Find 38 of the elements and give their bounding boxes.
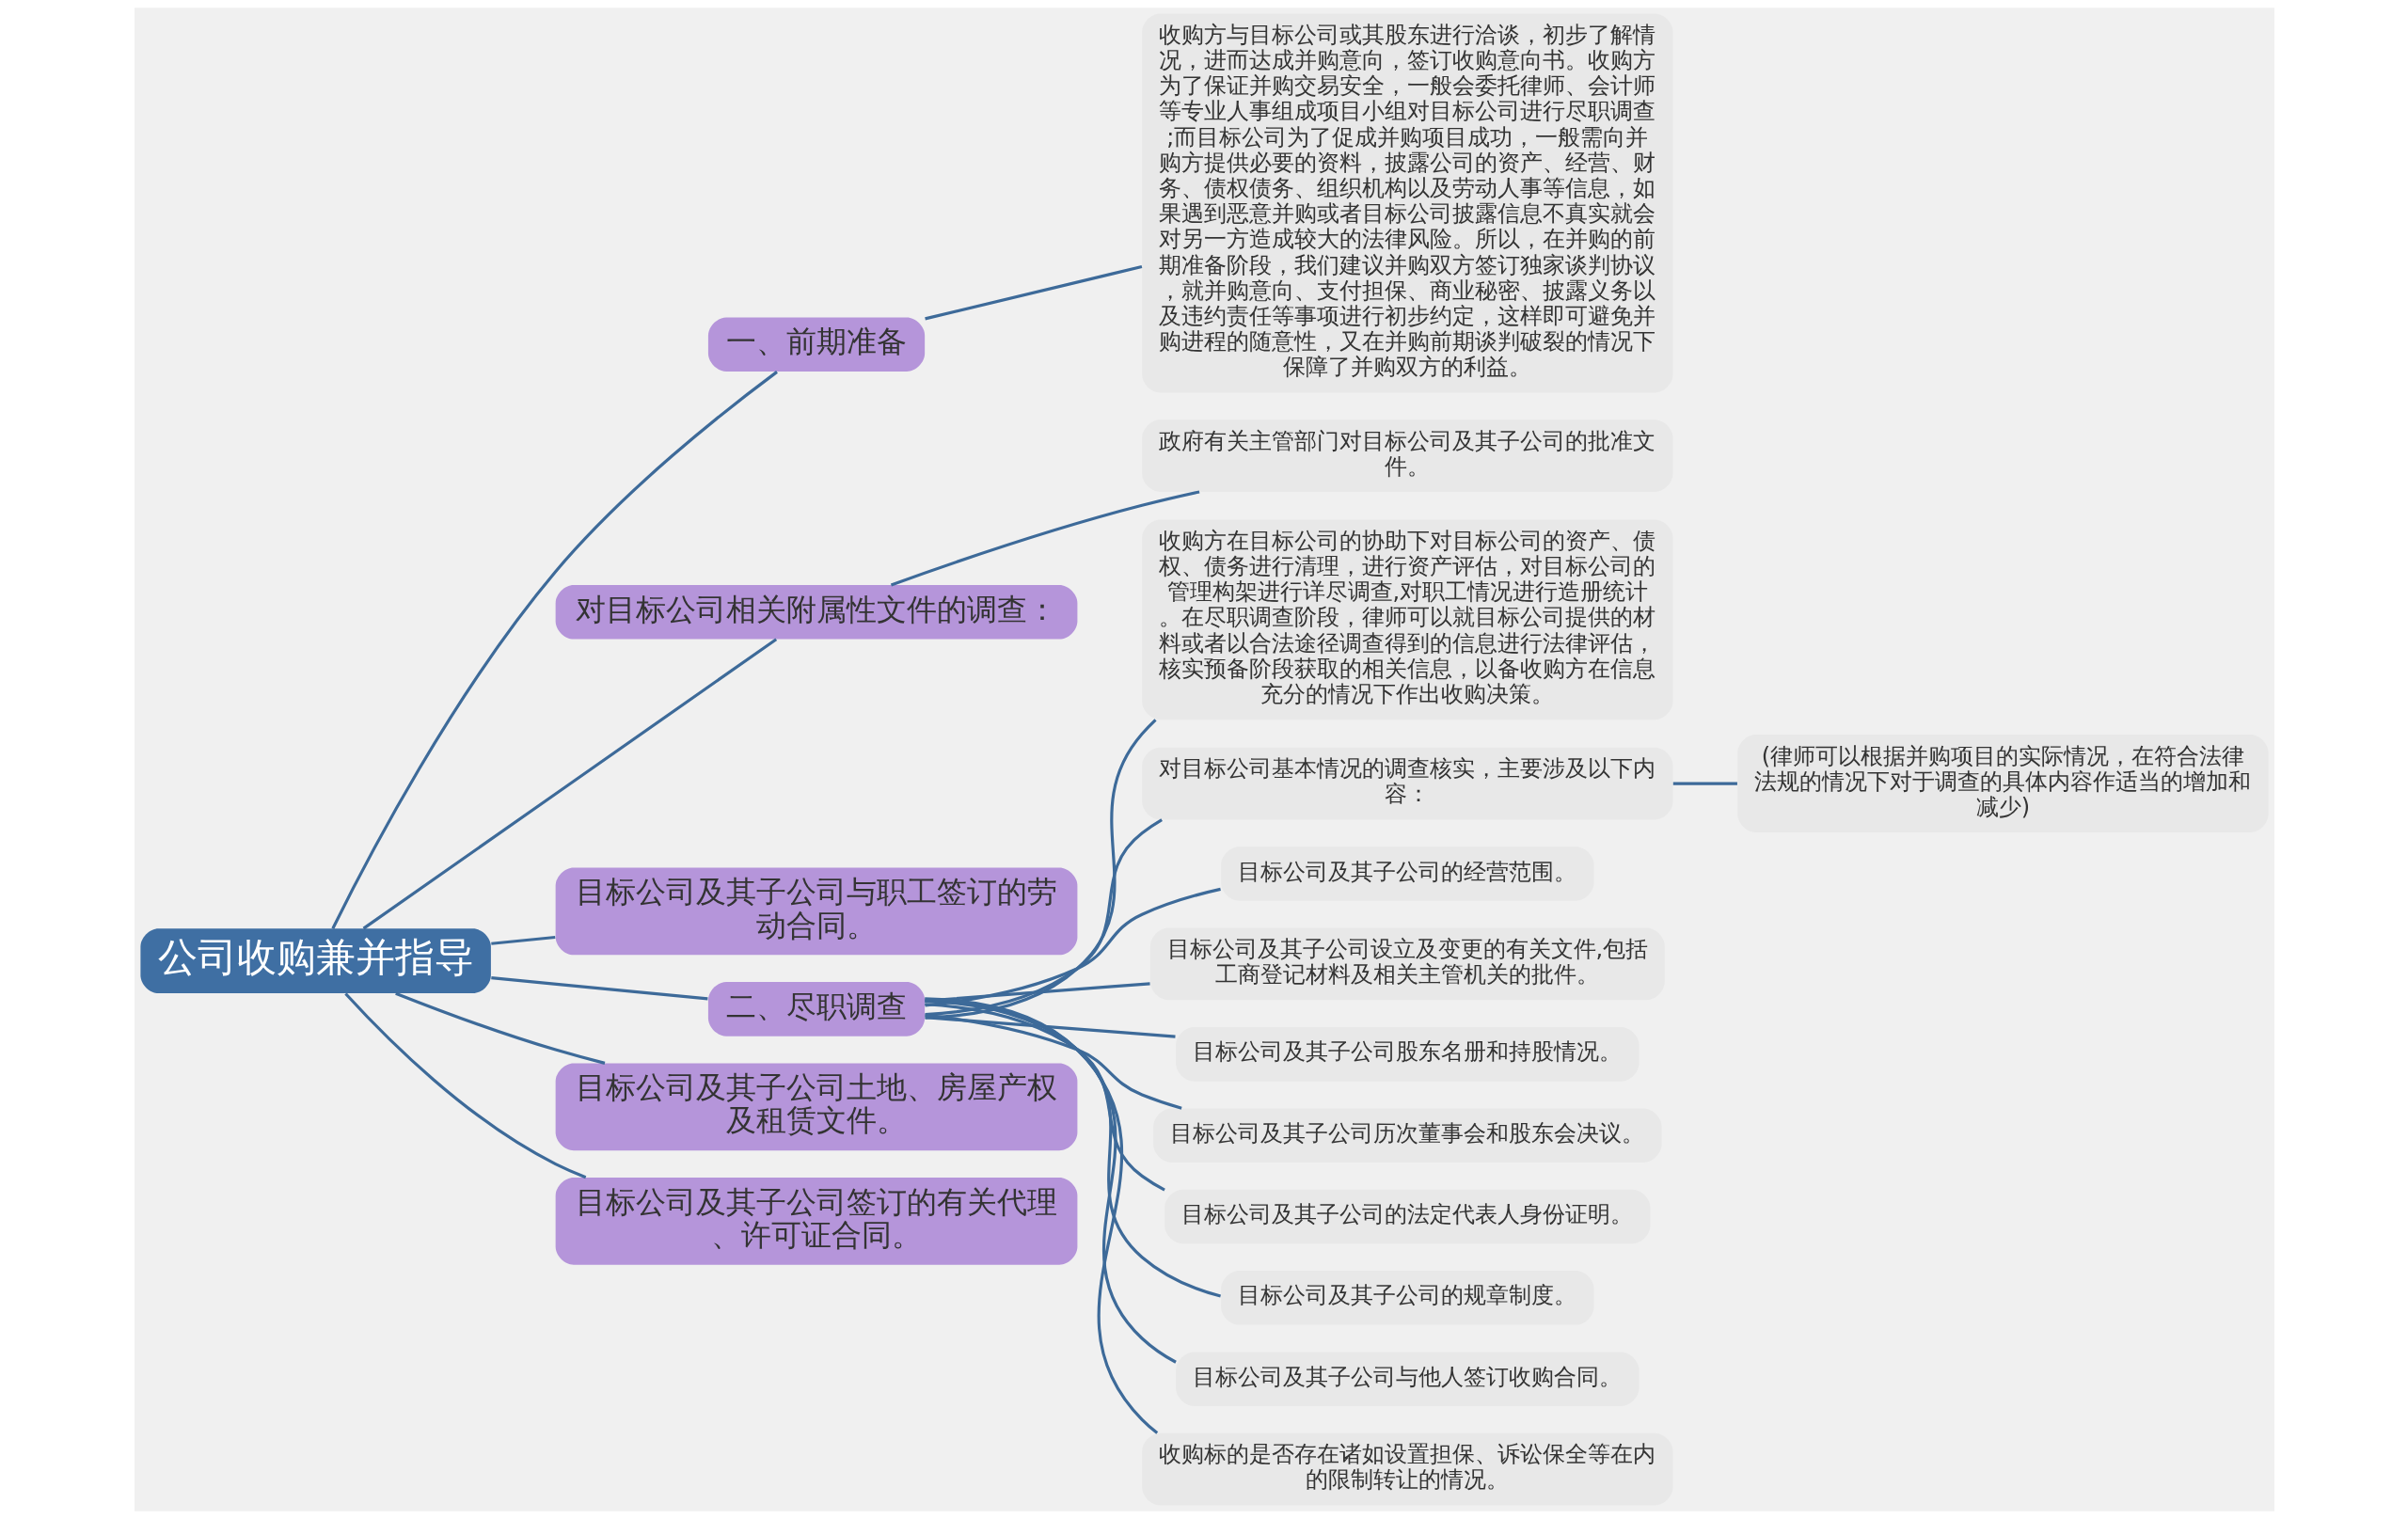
connector: [343, 992, 586, 1179]
node-box: (律师可以根据并购项目的实际情况，在符合法律法规的情况下对于调查的具体内容作适当的增加和减少): [1736, 735, 2269, 833]
connector: [924, 1016, 1176, 1038]
connector: [1672, 782, 1737, 785]
connector: [924, 997, 1158, 1434]
connector: [924, 1003, 1165, 1192]
node-box: 目标公司及其子公司与职工签订的劳动合同。: [555, 867, 1077, 956]
connector: [330, 371, 778, 929]
connector: [925, 998, 1177, 1364]
node-box: 公司收购兼并指导: [139, 928, 491, 994]
node-box: 对目标公司相关附属性文件的调查：: [555, 585, 1077, 640]
connector: [924, 264, 1142, 321]
node-box: 目标公司及其子公司设立及变更的有关文件,包括工商登记材料及相关主管机关的批件。: [1149, 927, 1665, 1001]
node-box: 目标公司及其子公司签订的有关代理、许可证合同。: [555, 1177, 1077, 1265]
node-box: 对目标公司基本情况的调查核实，主要涉及以下内容：: [1141, 747, 1672, 820]
connector: [925, 818, 1163, 1017]
connector: [394, 991, 605, 1065]
node-box: 一、前期准备: [707, 317, 925, 372]
node-box: 二、尽职调查: [707, 982, 925, 1036]
node-box: 目标公司及其子公司的规章制度。: [1220, 1271, 1594, 1325]
node-box: 目标公司及其子公司的法定代表人身份证明。: [1164, 1189, 1650, 1244]
connector: [924, 999, 1221, 1298]
node-box: 收购标的是否存在诸如设置担保、诉讼保全等在内的限制转让的情况。: [1141, 1432, 1672, 1506]
node-box: 目标公司及其子公司历次董事会和股东会决议。: [1152, 1108, 1661, 1163]
connector: [362, 638, 777, 930]
node-box: 目标公司及其子公司与他人签订收购合同。: [1175, 1352, 1640, 1406]
node-box: 收购方在目标公司的协助下对目标公司的资产、债权、债务进行清理，进行资产评估，对目标公司的管理构架进行详尽调查,对职工情况进行造册统计。在尽职调查阶段，律师可以就目标公司提供的材料或者以合法途径调查得到的信息进行法律评估，核实预备阶段获取的相关信息，以备收购方在信息充分的情况下作出收购决策。: [1141, 519, 1672, 720]
connector: [490, 935, 555, 945]
connector: [890, 490, 1199, 587]
connector: [490, 976, 708, 1001]
node-box: 收购方与目标公司或其股东进行洽谈，初步了解情况，进而达成并购意向，签订收购意向书。收购方为了保证并购交易安全，一般会委托律师、会计师等专业人事组成项目小组对目标公司进行尽职调查;而目标公司为了促成并购项目成功，一般需向并购方提供必要的资料，披露公司的资产、经营、财务、债权债务、组织机构以及劳动人事等信息，如果遇到恶意并购或者目标公司披露信息不真实就会对另一方造成较大的法律风险。所以，在并购的前期准备阶段，我们建议并购双方签订独家谈判协议，就并购意向、支付担保、商业秘密、披露义务以及违约责任等事项进行初步约定，这样即可避免并购进程的随意性，又在并购前期谈判破裂的情况下保障了并购双方的利益。: [1141, 13, 1672, 393]
connector: [924, 1013, 1182, 1110]
connector: [925, 719, 1157, 1020]
node-box: 目标公司及其子公司股东名册和持股情况。: [1175, 1027, 1640, 1082]
node-box: 目标公司及其子公司土地、房屋产权及租赁文件。: [555, 1063, 1077, 1151]
node-box: 政府有关主管部门对目标公司及其子公司的批准文件。: [1141, 419, 1672, 492]
connector: [924, 887, 1221, 1007]
node-box: 目标公司及其子公司的经营范围。: [1220, 847, 1594, 901]
